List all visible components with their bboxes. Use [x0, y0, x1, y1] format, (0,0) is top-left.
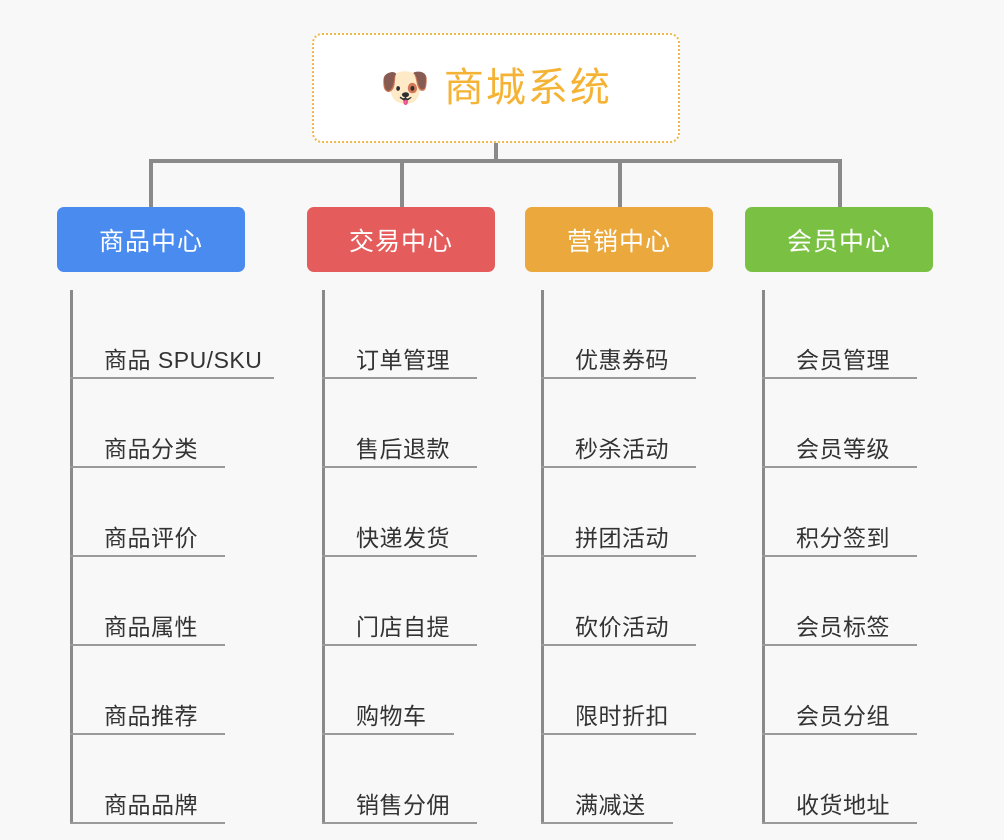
item-column-0: 商品 SPU/SKU 商品分类 商品评价 商品属性 商品推荐 商品品牌 — [70, 290, 274, 824]
list-item[interactable]: 商品分类 — [70, 379, 262, 468]
root-title: 商城系统 — [443, 66, 612, 110]
item-label: 商品分类 — [104, 435, 198, 462]
category-box-3[interactable]: 会员中心 — [745, 207, 933, 272]
item-underline — [541, 466, 696, 468]
item-underline — [70, 733, 225, 735]
list-item[interactable]: 拼团活动 — [541, 468, 696, 557]
list-item[interactable]: 砍价活动 — [541, 557, 696, 646]
item-label: 拼团活动 — [575, 524, 669, 551]
item-label: 商品评价 — [104, 524, 198, 551]
item-underline — [70, 466, 225, 468]
list-item[interactable]: 商品评价 — [70, 468, 262, 557]
item-underline — [762, 733, 917, 735]
category-box-1[interactable]: 交易中心 — [307, 207, 495, 272]
connector-drop-3 — [618, 159, 622, 207]
item-label: 订单管理 — [356, 346, 450, 373]
item-label: 收货地址 — [796, 791, 890, 818]
item-label: 门店自提 — [356, 613, 450, 640]
item-underline — [541, 822, 673, 824]
item-underline — [762, 466, 917, 468]
column-trunk-0 — [70, 290, 73, 824]
connector-horizontal-bus — [149, 159, 842, 163]
item-label: 商品推荐 — [104, 702, 198, 729]
item-label: 秒杀活动 — [575, 435, 669, 462]
item-underline — [70, 822, 225, 824]
item-label: 会员分组 — [796, 702, 890, 729]
category-label-0: 商品中心 — [98, 227, 203, 256]
item-underline — [762, 644, 917, 646]
list-item[interactable]: 满减送 — [541, 735, 673, 824]
list-item[interactable]: 购物车 — [322, 646, 454, 735]
item-underline — [70, 644, 225, 646]
item-label: 会员标签 — [796, 613, 890, 640]
item-underline — [70, 555, 225, 557]
column-trunk-1 — [322, 290, 325, 824]
list-item[interactable]: 商品属性 — [70, 557, 262, 646]
list-item[interactable]: 销售分佣 — [322, 735, 477, 824]
list-item[interactable]: 门店自提 — [322, 557, 477, 646]
category-label-1: 交易中心 — [348, 227, 453, 256]
connector-drop-2 — [400, 159, 404, 207]
list-item[interactable]: 会员等级 — [762, 379, 917, 468]
item-underline — [541, 733, 696, 735]
category-box-2[interactable]: 营销中心 — [525, 207, 713, 272]
category-box-0[interactable]: 商品中心 — [57, 207, 245, 272]
item-label: 限时折扣 — [575, 702, 669, 729]
list-item[interactable]: 会员分组 — [762, 646, 917, 735]
item-column-3: 会员管理 会员等级 积分签到 会员标签 会员分组 收货地址 — [762, 290, 917, 824]
item-underline — [322, 822, 477, 824]
list-item[interactable]: 售后退款 — [322, 379, 477, 468]
item-column-2: 优惠券码 秒杀活动 拼团活动 砍价活动 限时折扣 满减送 — [541, 290, 696, 824]
item-underline — [762, 822, 917, 824]
list-item[interactable]: 收货地址 — [762, 735, 917, 824]
connector-drop-1 — [149, 159, 153, 207]
list-item[interactable]: 快递发货 — [322, 468, 477, 557]
list-item[interactable]: 商品 SPU/SKU — [70, 290, 274, 379]
category-label-2: 营销中心 — [566, 227, 671, 256]
item-underline — [322, 555, 477, 557]
connector-drop-4 — [838, 159, 842, 207]
list-item[interactable]: 商品品牌 — [70, 735, 262, 824]
category-label-3: 会员中心 — [786, 227, 891, 256]
item-underline — [322, 466, 477, 468]
root-node-商城系统[interactable]: 🐶 商城系统 — [312, 33, 680, 143]
list-item[interactable]: 商品推荐 — [70, 646, 262, 735]
item-label: 商品品牌 — [104, 791, 198, 818]
item-underline — [541, 644, 696, 646]
list-item[interactable]: 限时折扣 — [541, 646, 696, 735]
list-item[interactable]: 会员标签 — [762, 557, 917, 646]
list-item[interactable]: 订单管理 — [322, 290, 477, 379]
list-item[interactable]: 优惠券码 — [541, 290, 696, 379]
item-label: 快递发货 — [356, 524, 450, 551]
item-underline — [322, 644, 477, 646]
item-label: 会员等级 — [796, 435, 890, 462]
item-label: 满减送 — [575, 791, 646, 818]
item-underline — [70, 377, 274, 379]
item-underline — [762, 555, 917, 557]
item-label: 会员管理 — [796, 346, 890, 373]
column-trunk-2 — [541, 290, 544, 824]
column-trunk-3 — [762, 290, 765, 824]
item-label: 售后退款 — [356, 435, 450, 462]
item-underline — [322, 733, 454, 735]
item-underline — [541, 377, 696, 379]
item-label: 购物车 — [356, 702, 427, 729]
item-label: 优惠券码 — [575, 346, 669, 373]
list-item[interactable]: 积分签到 — [762, 468, 917, 557]
item-label: 商品属性 — [104, 613, 198, 640]
dog-face-icon: 🐶 — [380, 66, 430, 110]
item-label: 积分签到 — [796, 524, 890, 551]
item-underline — [541, 555, 696, 557]
item-underline — [322, 377, 477, 379]
list-item[interactable]: 会员管理 — [762, 290, 917, 379]
item-column-1: 订单管理 售后退款 快递发货 门店自提 购物车 销售分佣 — [322, 290, 477, 824]
item-label: 砍价活动 — [575, 613, 669, 640]
connector-root-stem — [494, 143, 498, 162]
item-label: 商品 SPU/SKU — [104, 346, 263, 373]
item-label: 销售分佣 — [356, 791, 450, 818]
list-item[interactable]: 秒杀活动 — [541, 379, 696, 468]
item-underline — [762, 377, 917, 379]
